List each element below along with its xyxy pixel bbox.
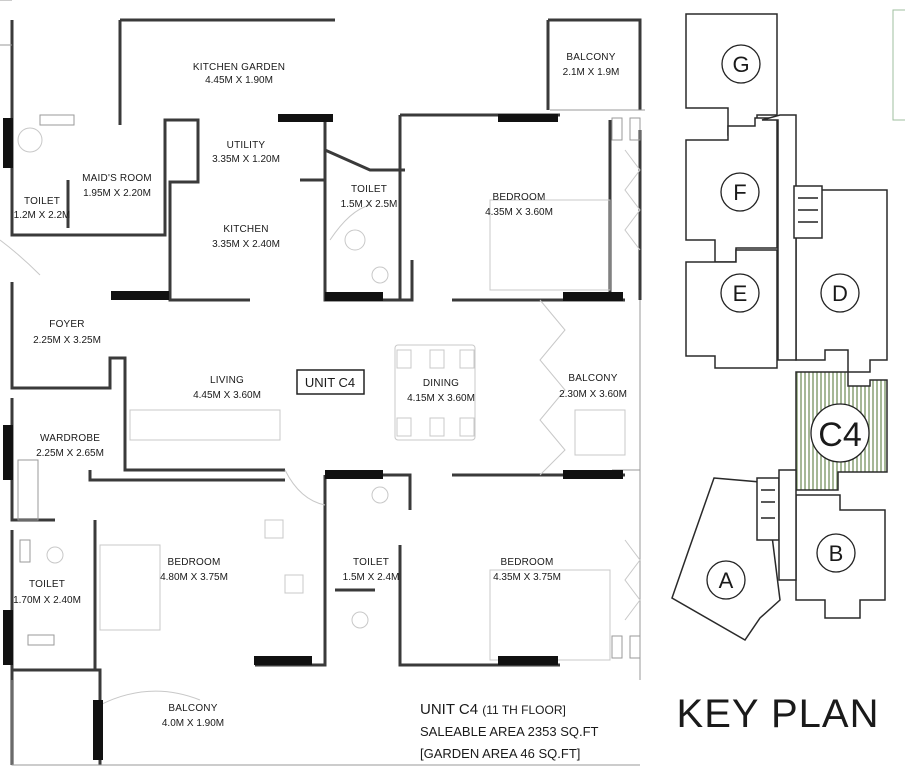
key-label-b: B (829, 541, 844, 566)
key-stair-bottom (756, 477, 780, 541)
room-name-toilet-mid: TOILET (353, 557, 389, 568)
room-dim-dining: 4.15M X 3.60M (407, 393, 475, 404)
room-dim-maids-room: 1.95M X 2.20M (83, 188, 151, 199)
room-name-wardrobe: WARDROBE (40, 433, 100, 444)
room-dim-balcony-top: 2.1M X 1.9M (563, 67, 620, 78)
room-dim-toilet-top: 1.5M X 2.5M (341, 199, 398, 210)
room-dim-kitchen-garden: 4.45M X 1.90M (205, 75, 273, 86)
caption-saleable-area: SALEABLE AREA 2353 SQ.FT (420, 724, 599, 739)
room-dim-bedroom-top: 4.35M X 3.60M (485, 207, 553, 218)
room-dim-balcony-mid: 2.30M X 3.60M (559, 389, 627, 400)
key-label-a: A (719, 568, 734, 593)
room-name-balcony-bottom: BALCONY (168, 703, 217, 714)
room-name-bedroom-top: BEDROOM (492, 192, 545, 203)
caption-garden-area: [GARDEN AREA 46 SQ.FT] (420, 746, 580, 761)
room-dim-bedroom-bl: 4.80M X 3.75M (160, 572, 228, 583)
room-name-toilet-maid: TOILET (24, 196, 60, 207)
room-name-utility: UTILITY (227, 140, 266, 151)
key-plan: G F E D C4 B A KEY PLAN (671, 9, 905, 736)
room-dim-balcony-bottom: 4.0M X 1.90M (162, 718, 224, 729)
room-labels: KITCHEN GARDEN 4.45M X 1.90M BALCONY 2.1… (13, 52, 627, 729)
room-dim-living: 4.45M X 3.60M (193, 390, 261, 401)
window-markers (3, 114, 623, 760)
room-dim-wardrobe: 2.25M X 2.65M (36, 448, 104, 459)
room-name-living: LIVING (210, 375, 244, 386)
key-label-e: E (733, 281, 748, 306)
room-name-dining: DINING (423, 378, 459, 389)
room-dim-bedroom-br: 4.35M X 3.75M (493, 572, 561, 583)
caption-floor: (11 TH FLOOR] (482, 703, 566, 717)
key-stair-top (793, 185, 823, 239)
unit-tag: UNIT C4 (296, 369, 365, 395)
room-name-balcony-mid: BALCONY (568, 373, 617, 384)
key-core-bottom (778, 469, 797, 581)
room-name-kitchen-garden: KITCHEN GARDEN (193, 62, 285, 73)
room-name-balcony-top: BALCONY (566, 52, 615, 63)
room-name-toilet-top: TOILET (351, 184, 387, 195)
room-dim-foyer: 2.25M X 3.25M (33, 335, 101, 346)
furniture-sketch (0, 127, 641, 706)
room-name-kitchen: KITCHEN (223, 224, 268, 235)
unit-caption: UNIT C4 (11 TH FLOOR] SALEABLE AREA 2353… (420, 701, 599, 761)
caption-unit: UNIT C4 (11 TH FLOOR] (420, 701, 566, 718)
key-core-top (761, 114, 797, 361)
room-dim-kitchen: 3.35M X 2.40M (212, 239, 280, 250)
unit-thin-lines (0, 0, 645, 766)
unit-tag-label: UNIT C4 (305, 375, 355, 390)
key-label-f: F (733, 180, 746, 205)
room-name-toilet-left: TOILET (29, 579, 65, 590)
key-plan-title: KEY PLAN (677, 692, 880, 736)
room-dim-toilet-left: 1.70M X 2.40M (13, 595, 81, 606)
room-dim-toilet-maid: 1.2M X 2.2M (14, 210, 71, 221)
room-dim-toilet-mid: 1.5M X 2.4M (343, 572, 400, 583)
room-name-maids-room: MAID'S ROOM (82, 173, 152, 184)
room-name-bedroom-bl: BEDROOM (167, 557, 220, 568)
key-label-c4: C4 (818, 416, 861, 454)
key-label-d: D (832, 281, 848, 306)
key-label-g: G (732, 52, 749, 77)
room-dim-utility: 3.35M X 1.20M (212, 154, 280, 165)
room-name-foyer: FOYER (49, 319, 84, 330)
room-name-bedroom-br: BEDROOM (500, 557, 553, 568)
